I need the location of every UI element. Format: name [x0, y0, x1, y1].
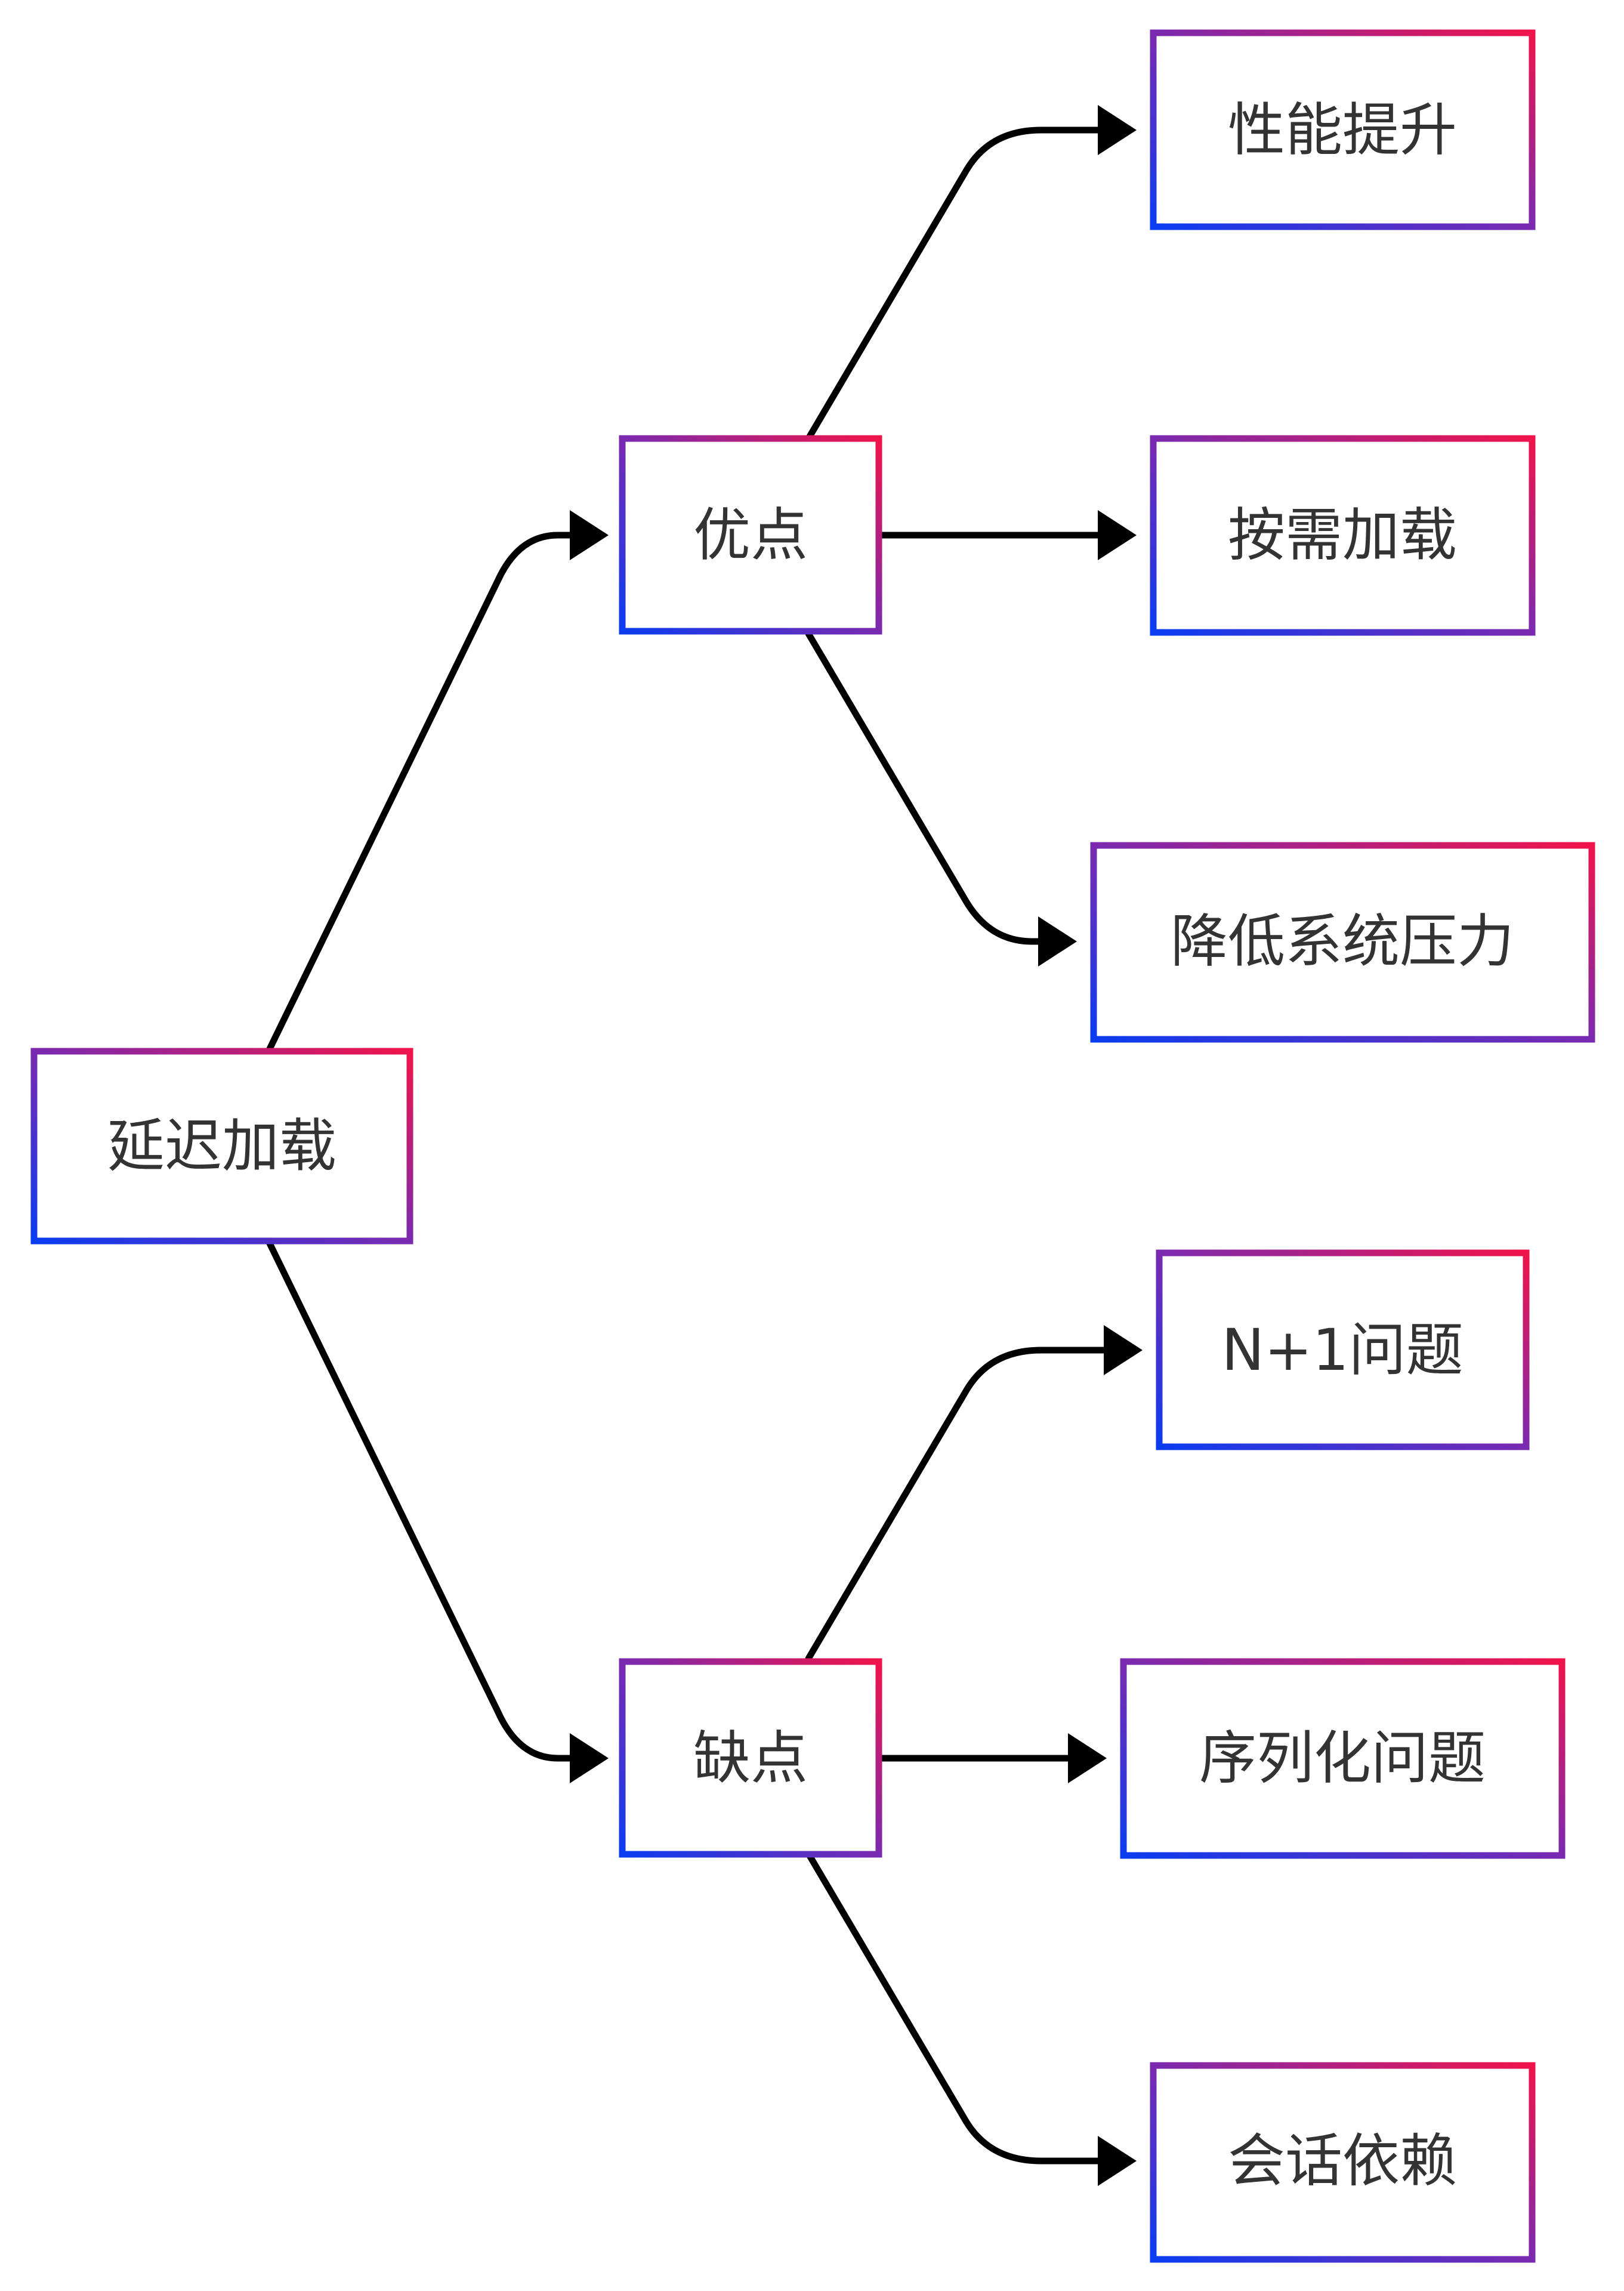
edge-pros-reduceload	[805, 630, 1045, 945]
node-performance-label: 性能提升	[1228, 97, 1457, 163]
edge-root-cons	[265, 1237, 576, 1762]
arrowhead-nplusone	[1104, 1325, 1143, 1375]
node-n-plus-one-label: N+1问题	[1221, 1317, 1463, 1384]
node-serialization: 序列化问题	[1120, 1658, 1566, 1859]
edge-cons-session	[805, 1850, 1104, 2165]
node-serialization-label: 序列化问题	[1199, 1725, 1486, 1792]
arrowhead-cons	[570, 1733, 609, 1783]
arrowhead-session	[1098, 2136, 1137, 2186]
node-on-demand: 按需加载	[1150, 435, 1536, 636]
arrowhead-serialization	[1068, 1733, 1107, 1783]
node-on-demand-label: 按需加载	[1228, 502, 1457, 569]
node-n-plus-one: N+1问题	[1156, 1249, 1530, 1450]
arrowhead-performance	[1098, 105, 1137, 155]
arrowhead-ondemand	[1098, 510, 1137, 560]
node-cons: 缺点	[619, 1658, 882, 1858]
node-cons-box	[619, 1658, 882, 1858]
node-serialization-box	[1120, 1658, 1566, 1859]
node-root-label: 延迟加载	[107, 1113, 336, 1180]
arrowhead-reduceload	[1038, 916, 1077, 967]
edge-pros-performance	[805, 126, 1104, 442]
node-performance-box	[1150, 29, 1536, 230]
node-performance: 性能提升	[1150, 29, 1536, 230]
node-session-box	[1150, 2062, 1536, 2263]
node-session: 会话依赖	[1150, 2062, 1536, 2263]
arrowhead-pros	[570, 510, 609, 560]
edge-root-pros	[265, 532, 576, 1055]
node-cons-label: 缺点	[693, 1725, 808, 1792]
node-pros: 优点	[619, 435, 882, 635]
node-reduce-load-box	[1090, 842, 1595, 1043]
node-root-box	[30, 1048, 413, 1245]
node-pros-box	[619, 435, 882, 635]
edges	[265, 105, 1143, 2186]
edge-cons-nplusone	[805, 1347, 1110, 1662]
node-n-plus-one-box	[1156, 1249, 1530, 1450]
node-session-label: 会话依赖	[1228, 2128, 1457, 2194]
node-reduce-load: 降低系统压力	[1090, 842, 1595, 1043]
node-on-demand-box	[1150, 435, 1536, 636]
node-pros-label: 优点	[693, 502, 808, 569]
node-reduce-load-label: 降低系统压力	[1171, 908, 1514, 975]
node-root: 延迟加载	[30, 1048, 413, 1245]
